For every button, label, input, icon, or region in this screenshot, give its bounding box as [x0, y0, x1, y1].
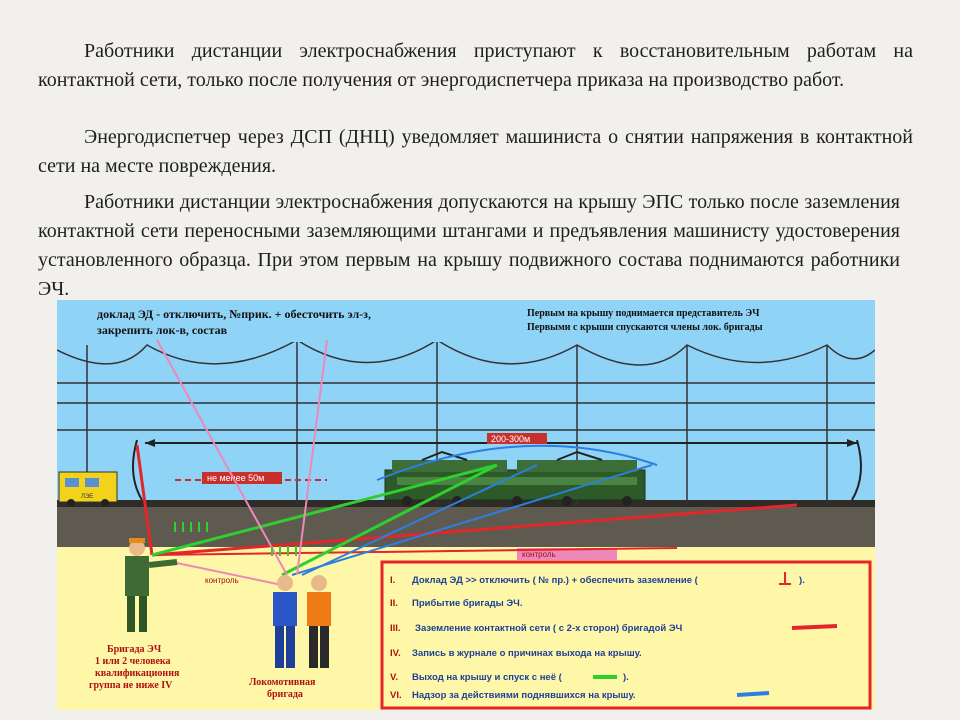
pink-line-1	[156, 339, 288, 576]
top-left-note-1: доклад ЭД - отключить, №прик. + обесточи…	[97, 307, 371, 321]
grounding-marks	[174, 522, 297, 556]
top-left-note-box	[92, 304, 512, 342]
ech-crew-label-4: группа не ниже IV	[89, 680, 173, 691]
track-bed	[57, 505, 875, 547]
service-car-label: ЛЭЕ	[81, 494, 93, 500]
top-left-note-2: закрепить лок-в, состав	[97, 323, 228, 337]
left-grounding-rod	[132, 439, 143, 501]
ech-crew-label-1: Бригада ЭЧ	[107, 644, 162, 655]
right-grounding-rod	[851, 439, 862, 501]
step-3-text: Заземление контактной сети ( с 2-х сторо…	[415, 623, 683, 634]
paragraph-3: Работники дистанции электроснабжения доп…	[38, 191, 900, 300]
loco-crew-label-1: Локомотивная	[249, 677, 316, 688]
top-right-note-1: Первым на крышу поднимается представител…	[527, 308, 760, 319]
roof-access-diagram: доклад ЭД - отключить, №прик. + обесточи…	[57, 300, 875, 710]
distance-label: 200-300м	[491, 434, 530, 444]
step-6-num: VI.	[390, 690, 402, 701]
red-line-2	[135, 444, 154, 556]
min-distance-label: не менее 50м	[207, 473, 264, 483]
blue-line-2	[301, 464, 538, 576]
step-1-suffix: ).	[799, 575, 805, 586]
ech-crew-label-2: 1 или 2 человека	[95, 656, 171, 667]
pink-line-2	[296, 339, 328, 576]
blue-legend-line	[736, 691, 770, 697]
min-distance-box	[202, 472, 282, 484]
blue-line-1	[291, 464, 653, 576]
control-banner	[517, 548, 617, 560]
green-line-2	[281, 463, 498, 577]
step-5-num: V.	[390, 672, 398, 683]
step-2-num: II.	[390, 598, 398, 609]
ech-crew-label-3: квалификационня	[95, 668, 180, 679]
flow-lines	[135, 339, 798, 586]
steps-box	[380, 560, 872, 710]
step-5-suffix: ).	[623, 672, 629, 683]
step-2-text: Прибытие бригады ЭЧ.	[412, 598, 522, 609]
loco-crew-label-2: бригада	[267, 689, 303, 700]
control-label-2: контроль	[205, 576, 239, 585]
distance-arrow-right-head	[847, 439, 857, 447]
rail	[57, 500, 875, 507]
distance-label-box	[487, 433, 547, 444]
step-3-num: III.	[390, 623, 401, 634]
red-line-1	[151, 503, 798, 557]
loco-crew-figures	[273, 575, 331, 668]
catenary-wires	[57, 339, 875, 505]
step-4-num: IV.	[390, 648, 401, 659]
paragraph-1: Работники дистанции электроснабжения при…	[38, 40, 913, 91]
green-line-1	[151, 463, 498, 557]
service-car	[58, 471, 118, 507]
step-1-text: Доклад ЭД >> отключить ( № пр.) + обеспе…	[412, 575, 699, 586]
step-1-num: I.	[390, 575, 395, 586]
step-5-text: Выход на крышу и спуск с неё (	[412, 672, 563, 683]
red-legend-line	[791, 624, 838, 630]
top-right-note-2: Первыми с крыши спускаются члены лок. бр…	[527, 322, 763, 333]
red-line-3	[151, 547, 678, 556]
step-4-text: Запись в журнале о причинах выхода на кр…	[412, 648, 642, 659]
supervision-arc	[376, 444, 658, 481]
control-label-1: контроль	[522, 550, 556, 559]
paragraph-2: Энергодиспетчер через ДСП (ДНЦ) уведомля…	[38, 126, 913, 177]
distance-arrow-left-head	[145, 439, 155, 447]
pink-line-3	[171, 561, 283, 586]
ech-worker-figure	[125, 538, 178, 632]
step-6-text: Надзор за действиями поднявшихся на крыш…	[412, 690, 636, 701]
